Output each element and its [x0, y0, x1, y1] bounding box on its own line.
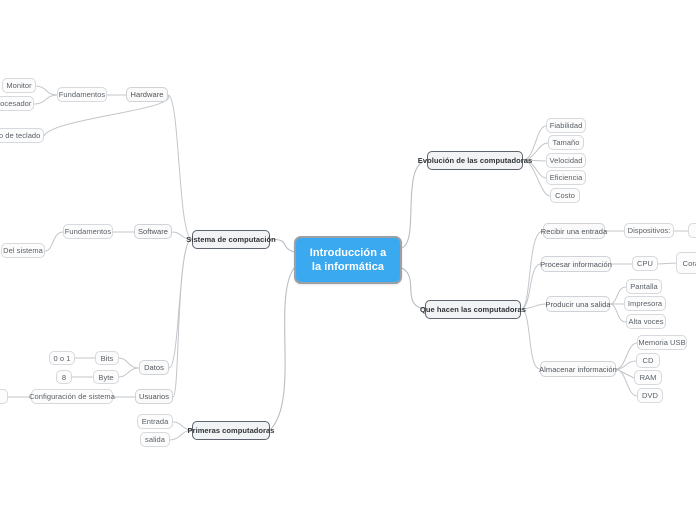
mindmap-node-tamano[interactable]: Tamaño: [548, 135, 584, 150]
mindmap-node-impresora[interactable]: Impresora: [624, 296, 666, 311]
mindmap-node-label: Primeras computadoras: [187, 426, 275, 435]
mindmap-node-configuracion[interactable]: Configuración de sistema: [29, 389, 115, 404]
mindmap-node-dvd[interactable]: DVD: [637, 388, 663, 403]
mindmap-node-label: salida: [145, 435, 165, 444]
mindmap-node-label: Costo: [555, 191, 575, 200]
mindmap-node-label: 8: [61, 372, 67, 382]
mindmap-node-label: Monitor: [6, 81, 32, 90]
mindmap-node-usuarios[interactable]: Usuarios: [135, 389, 173, 404]
mindmap-node-dispositivos[interactable]: Dispositivos:: [624, 223, 674, 238]
mindmap-node-cpu[interactable]: CPU: [632, 256, 658, 271]
mindmap-node-evolucion[interactable]: Evolución de las computadoras: [418, 151, 532, 170]
mindmap-node-label: Fundamentos: [58, 90, 106, 99]
mindmap-node-producir[interactable]: Producir una salida: [545, 296, 611, 312]
root-node[interactable]: Introducción a la informática: [294, 236, 402, 284]
mindmap-node-label: Producir una salida: [545, 299, 611, 309]
mindmap-node-primeras[interactable]: Primeras computadoras: [188, 421, 274, 440]
mindmap-node-label: Que hacen las computadoras: [420, 305, 526, 314]
mindmap-node-quehacen[interactable]: Que hacen las computadoras: [420, 300, 526, 319]
mindmap-node-label: Del sistema: [3, 246, 43, 255]
mindmap-node-monitor[interactable]: Monitor: [2, 78, 36, 93]
mindmap-node-label: CPU: [637, 259, 653, 268]
mindmap-node-usoteclado[interactable]: Uso de teclado: [0, 128, 44, 143]
mindmap-node-datos[interactable]: Datos: [139, 360, 169, 375]
mindmap-node-procesador[interactable]: Procesador: [0, 96, 34, 111]
mindmap-node-hardware[interactable]: Hardware: [126, 87, 168, 102]
mindmap-node-disp_cut[interactable]: [688, 223, 696, 238]
mindmap-node-label: Byte: [98, 372, 114, 382]
mindmap-node-label: Eficiencia: [549, 173, 583, 182]
mindmap-node-delsistema[interactable]: Del sistema: [1, 243, 45, 258]
root-node-label: Introducción a la informática: [309, 247, 387, 273]
mindmap-node-cero_uno[interactable]: 0 o 1: [49, 351, 75, 365]
mindmap-node-label: 0 o 1: [53, 353, 71, 363]
mindmap-node-byte[interactable]: Byte: [93, 370, 119, 384]
mindmap-node-conf_cut[interactable]: [0, 389, 8, 404]
mindmap-node-label: Corazón: [682, 258, 696, 268]
mindmap-node-label: Datos: [144, 363, 164, 372]
mindmap-node-label: Evolución de las computadoras: [417, 156, 533, 165]
mindmap-node-memoriausb[interactable]: Memoria USB: [637, 335, 687, 350]
mindmap-node-software[interactable]: Software: [134, 224, 172, 239]
mindmap-node-label: Velocidad: [549, 156, 583, 165]
mindmap-node-fund_sw[interactable]: Fundamentos: [63, 224, 113, 239]
mindmap-node-fiabilidad[interactable]: Fiabilidad: [546, 118, 586, 133]
mindmap-node-label: Pantalla: [630, 282, 658, 291]
mindmap-node-procesar[interactable]: Procesar información: [540, 256, 612, 272]
mindmap-node-almacenar[interactable]: Almacenar información: [539, 361, 617, 377]
mindmap-node-label: Bits: [100, 353, 114, 363]
mindmap-node-label: Sistema de computación: [186, 235, 276, 244]
mindmap-node-label: DVD: [642, 391, 658, 400]
mindmap-node-label: Memoria USB: [638, 338, 686, 347]
mindmap-node-label: Usuarios: [139, 392, 169, 401]
mindmap-node-altavoces[interactable]: Alta voces: [626, 314, 666, 329]
mindmap-node-label: CD: [642, 356, 654, 365]
mindmap-node-label: Fiabilidad: [549, 121, 583, 130]
mindmap-node-ram[interactable]: RAM: [634, 370, 662, 385]
mindmap-node-costo[interactable]: Costo: [550, 188, 580, 203]
mindmap-node-ocho[interactable]: 8: [56, 370, 72, 384]
mindmap-node-pantalla[interactable]: Pantalla: [626, 279, 662, 294]
mindmap-node-recibir[interactable]: Recibir una entrada: [540, 223, 608, 239]
mindmap-node-label: Dispositivos:: [627, 226, 671, 235]
mindmap-node-label: Almacenar información: [539, 364, 617, 374]
mindmap-node-label: Entrada: [141, 417, 169, 426]
mindmap-node-velocidad[interactable]: Velocidad: [546, 153, 586, 168]
mindmap-node-cd[interactable]: CD: [636, 353, 660, 368]
mindmap-node-label: Alta voces: [628, 317, 664, 326]
mindmap-node-label: Procesador: [0, 99, 32, 108]
mindmap-node-label: Uso de teclado: [0, 131, 41, 140]
mindmap-node-label: Impresora: [627, 299, 663, 308]
mindmap-node-label: Tamaño: [552, 138, 580, 147]
mindmap-node-label: Software: [138, 227, 168, 236]
mindmap-node-entrada[interactable]: Entrada: [137, 414, 173, 429]
mindmap-node-salida[interactable]: salida: [140, 432, 170, 447]
mindmap-node-eficiencia[interactable]: Eficiencia: [546, 170, 586, 185]
mindmap-node-label: Configuración de sistema: [29, 392, 115, 401]
mindmap-node-sistema[interactable]: Sistema de computación: [186, 230, 276, 249]
mindmap-node-bits[interactable]: Bits: [95, 351, 119, 365]
mindmap-node-label: Recibir una entrada: [540, 226, 608, 236]
mindmap-node-label: Hardware: [130, 90, 164, 99]
mindmap-node-corazon[interactable]: Corazón: [676, 252, 696, 274]
mindmap-node-label: Procesar información: [540, 259, 612, 269]
mindmap-node-label: RAM: [639, 373, 657, 382]
mindmap-node-label: Fundamentos: [64, 227, 112, 236]
mindmap-node-fund_hw[interactable]: Fundamentos: [57, 87, 107, 102]
